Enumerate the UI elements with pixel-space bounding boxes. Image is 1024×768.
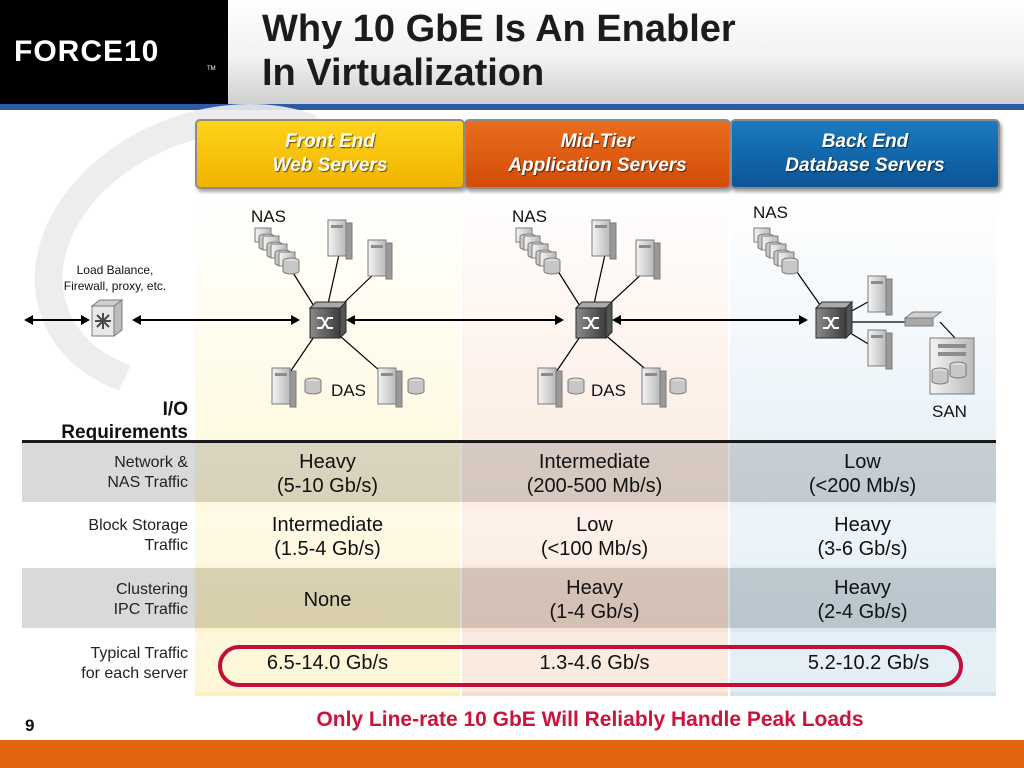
title-line-2: In Virtualization [262,52,545,94]
san-label: SAN [932,402,967,421]
server-icon [327,219,353,260]
firewall-icon [90,299,124,337]
cell-back-network: Low(<200 Mb/s) [808,451,917,497]
row-label-typical-traffic: Typical Traffic for each server [81,645,188,682]
mid-tier-header: Mid-Tier Application Servers [464,119,731,189]
server-icon [867,275,893,316]
storage-icon [255,228,299,274]
storage-icon [669,377,687,395]
server-icon [377,367,403,408]
das-label-mid: DAS [591,381,626,400]
server-icon [867,329,893,370]
slide-title: Why 10 GbE Is An Enabler In Virtualizati… [262,7,1002,95]
cell-mid-clustering: Heavy(1-4 Gb/s) [549,577,640,623]
footer-tagline: Only Line-rate 10 GbE Will Reliably Hand… [316,708,864,731]
load-balance-label: Load Balance, Firewall, proxy, etc. [63,263,167,293]
typical-traffic-highlight [218,645,963,687]
cell-back-typical: 5.2-10.2 Gb/s [807,652,930,674]
nas-label-mid: NAS [512,207,547,226]
front-end-header-line1: Front End [285,131,375,152]
cell-front-typical: 6.5-14.0 Gb/s [266,652,389,674]
server-icon [271,367,297,408]
storage-icon [516,228,560,274]
back-end-header-line2: Database Servers [785,155,945,176]
cell-back-block: Heavy(3-6 Gb/s) [817,514,908,560]
storage-icon [754,228,798,274]
server-icon [591,219,617,260]
cell-front-network: Heavy(5-10 Gb/s) [276,451,379,497]
back-end-header: Back End Database Servers [730,119,1000,189]
nas-label-front: NAS [251,207,286,226]
mid-tier-header-line1: Mid-Tier [560,131,635,152]
mid-tier-header-line2: Application Servers [508,155,687,176]
title-divider [0,104,1024,110]
cell-front-block: Intermediate(1.5-4 Gb/s) [271,514,384,560]
table-row [22,632,996,692]
table-row [22,568,996,628]
title-line-1: Why 10 GbE Is An Enabler [262,8,736,50]
io-requirements-label: I/O Requirements [61,399,188,443]
cell-mid-typical: 1.3-4.6 Gb/s [539,652,650,674]
logo-area [0,0,228,104]
cell-back-clustering: Heavy(2-4 Gb/s) [817,577,908,623]
san-switch-icon [903,311,943,327]
double-arrow-icon [24,315,90,325]
logo-trademark: TM [207,66,216,72]
cell-front-clustering: None [303,589,352,611]
back-end-header-line1: Back End [821,131,909,152]
io-divider [22,440,996,443]
force10-logo: FORCE10 [14,35,160,68]
footer-bar [0,740,1024,768]
storage-icon [304,377,322,395]
switch-icon [309,301,347,339]
row-label-block-storage: Block Storage Traffic [88,517,188,554]
cell-mid-block: Low(<100 Mb/s) [540,514,649,560]
page-number: 9 [25,716,35,735]
header-background [228,0,1024,104]
server-icon [367,239,393,280]
server-icon [537,367,563,408]
das-label-front: DAS [331,381,366,400]
cell-mid-network: Intermediate(200-500 Mb/s) [526,451,663,497]
front-end-header-line2: Web Servers [272,155,388,176]
nas-label-back: NAS [753,203,788,222]
table-row [22,442,996,502]
san-array-icon [929,337,975,395]
server-icon [641,367,667,408]
table-row [22,505,996,565]
front-end-header: Front End Web Servers [195,119,465,189]
row-label-network: Network & NAS Traffic [107,454,188,491]
storage-icon [407,377,425,395]
row-label-clustering: Clustering IPC Traffic [113,581,188,618]
switch-icon [575,301,613,339]
storage-icon [567,377,585,395]
server-icon [635,239,661,280]
switch-icon [815,301,853,339]
